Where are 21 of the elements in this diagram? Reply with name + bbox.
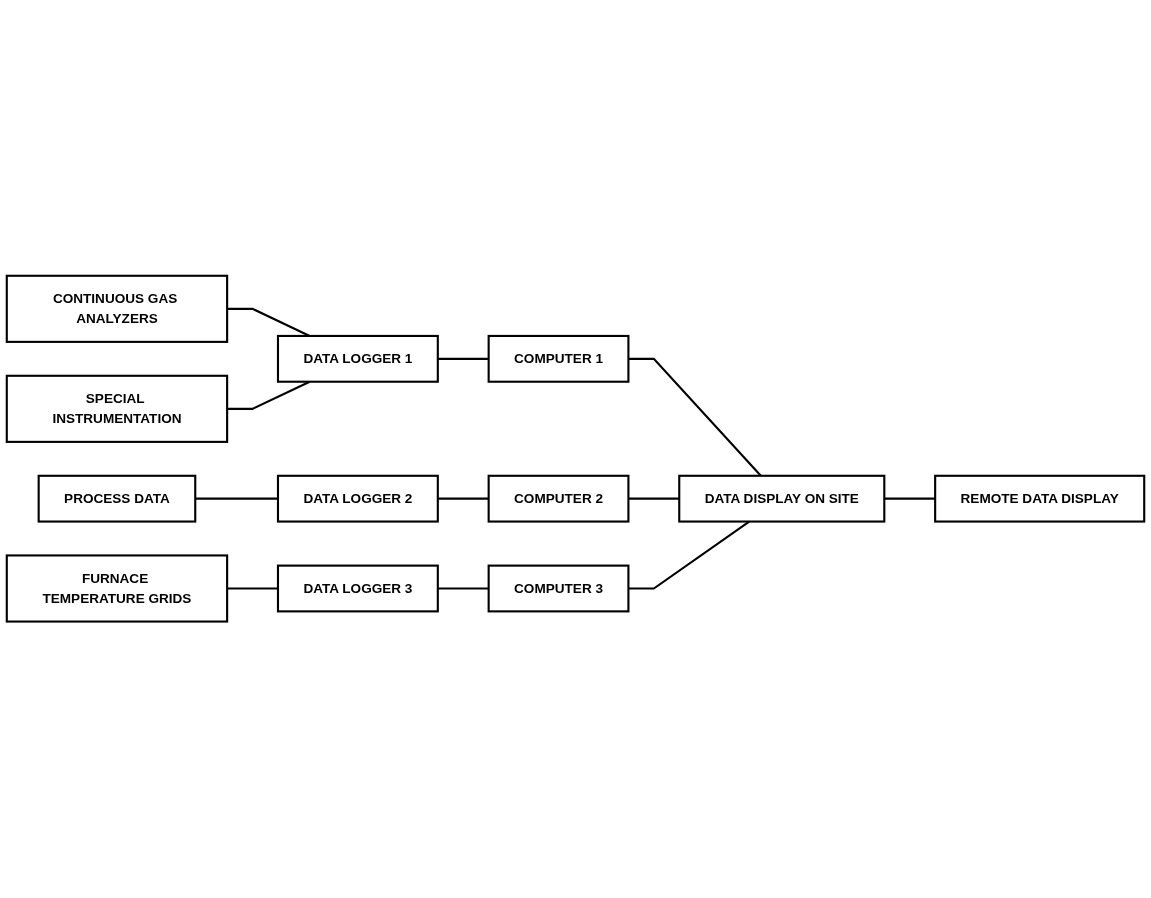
connector xyxy=(628,497,680,501)
connector xyxy=(195,497,278,501)
connector xyxy=(437,358,489,361)
node-box: PROCESS DATA xyxy=(37,475,197,523)
connector xyxy=(884,497,936,501)
node-box: COMPUTER 1 xyxy=(487,335,630,384)
node-box: COMPUTER 3 xyxy=(487,564,630,613)
connector xyxy=(437,587,489,590)
connector xyxy=(227,587,278,590)
node-box: SPECIAL INSTRUMENTATION xyxy=(5,375,229,444)
node-box: FURNACE TEMPERATURE GRIDS xyxy=(5,554,229,623)
connector xyxy=(437,497,489,501)
connector xyxy=(628,358,762,477)
node-box: DATA DISPLAY ON SITE xyxy=(678,475,886,523)
node-box: COMPUTER 2 xyxy=(487,475,630,523)
node-box: CONTINUOUS GAS ANALYZERS xyxy=(5,275,229,344)
node-box: DATA LOGGER 1 xyxy=(276,335,439,384)
node-box: DATA LOGGER 2 xyxy=(276,475,439,523)
connector xyxy=(628,521,750,590)
node-box: DATA LOGGER 3 xyxy=(276,564,439,613)
node-box: REMOTE DATA DISPLAY xyxy=(934,475,1146,523)
